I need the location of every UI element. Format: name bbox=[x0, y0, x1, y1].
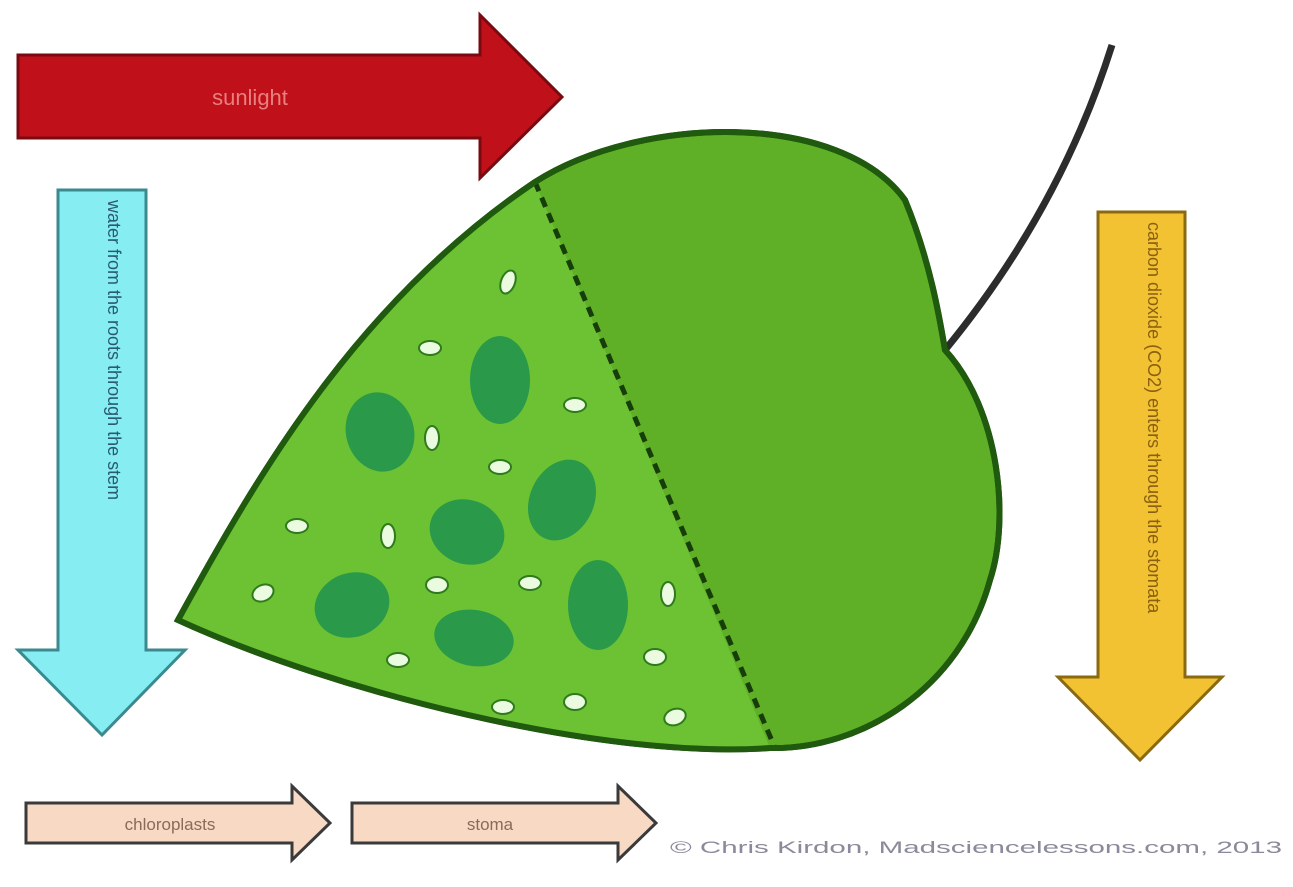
sunlight-arrow: sunlight bbox=[18, 15, 562, 178]
carbon-dioxide-arrow: carbon dioxide (CO2) enters through the … bbox=[1058, 212, 1222, 760]
chloroplasts-arrow: chloroplasts bbox=[26, 786, 330, 860]
stoma-label: stoma bbox=[467, 815, 514, 834]
stoma-arrow: stoma bbox=[352, 786, 656, 860]
leaf bbox=[100, 100, 1000, 887]
chloroplasts-label: chloroplasts bbox=[125, 815, 216, 834]
water-arrow: water from the roots through the stem bbox=[18, 190, 185, 735]
carbon-dioxide-label: carbon dioxide (CO2) enters through the … bbox=[1144, 222, 1164, 614]
water-label: water from the roots through the stem bbox=[104, 199, 124, 500]
leaf-stem bbox=[945, 45, 1112, 350]
copyright-credit: © Chris Kirdon, Madsciencelessons.com, 2… bbox=[670, 838, 1282, 857]
sunlight-label: sunlight bbox=[212, 85, 288, 110]
